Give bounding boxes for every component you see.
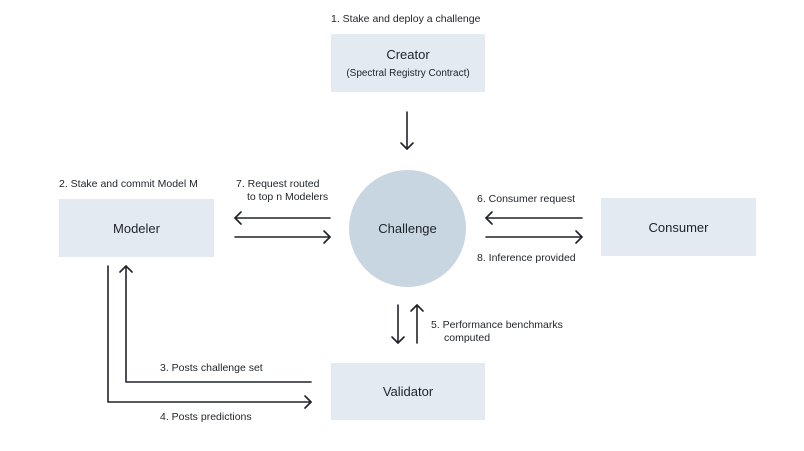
step-7-label: 7. Request routed to top n Modelers xyxy=(236,178,328,204)
arrow-validator-to-modeler xyxy=(119,265,312,383)
step-5-line-1: 5. Performance benchmarks xyxy=(431,319,563,331)
validator-node: Validator xyxy=(331,363,485,420)
step-3-label: 3. Posts challenge set xyxy=(160,362,263,374)
step-8-label: 8. Inference provided xyxy=(477,252,576,264)
creator-title: Creator xyxy=(386,47,430,62)
arrow-validator-to-challenge xyxy=(410,304,424,344)
consumer-node: Consumer xyxy=(601,198,756,256)
step-7-line-2: to top n Modelers xyxy=(247,191,329,203)
arrow-consumer-to-challenge xyxy=(485,211,583,225)
step-4-label: 4. Posts predictions xyxy=(160,411,252,423)
validator-title: Validator xyxy=(382,384,434,399)
creator-node: Creator (Spectral Registry Contract) xyxy=(331,34,485,92)
step-7-line-1: 7. Request routed xyxy=(236,178,320,190)
step-5-label: 5. Performance benchmarks computed xyxy=(431,319,563,345)
modeler-node: Modeler xyxy=(59,199,214,257)
step-6-label: 6. Consumer request xyxy=(477,193,576,205)
step-5-line-2: computed xyxy=(444,332,491,344)
step-2-label: 2. Stake and commit Model M xyxy=(59,178,198,190)
modeler-title: Modeler xyxy=(113,220,160,236)
arrow-creator-to-challenge xyxy=(400,111,414,150)
challenge-node: Challenge xyxy=(349,170,466,287)
arrow-modeler-to-challenge xyxy=(234,230,331,244)
arrow-challenge-to-validator xyxy=(391,304,405,344)
challenge-title: Challenge xyxy=(378,221,437,236)
creator-subtitle: (Spectral Registry Contract) xyxy=(346,68,470,79)
arrow-challenge-to-modeler xyxy=(234,211,331,225)
step-1-label: 1. Stake and deploy a challenge xyxy=(331,13,481,25)
arrow-challenge-to-consumer xyxy=(485,230,583,244)
arrow-modeler-to-validator xyxy=(107,265,312,409)
consumer-title: Consumer xyxy=(648,219,709,235)
